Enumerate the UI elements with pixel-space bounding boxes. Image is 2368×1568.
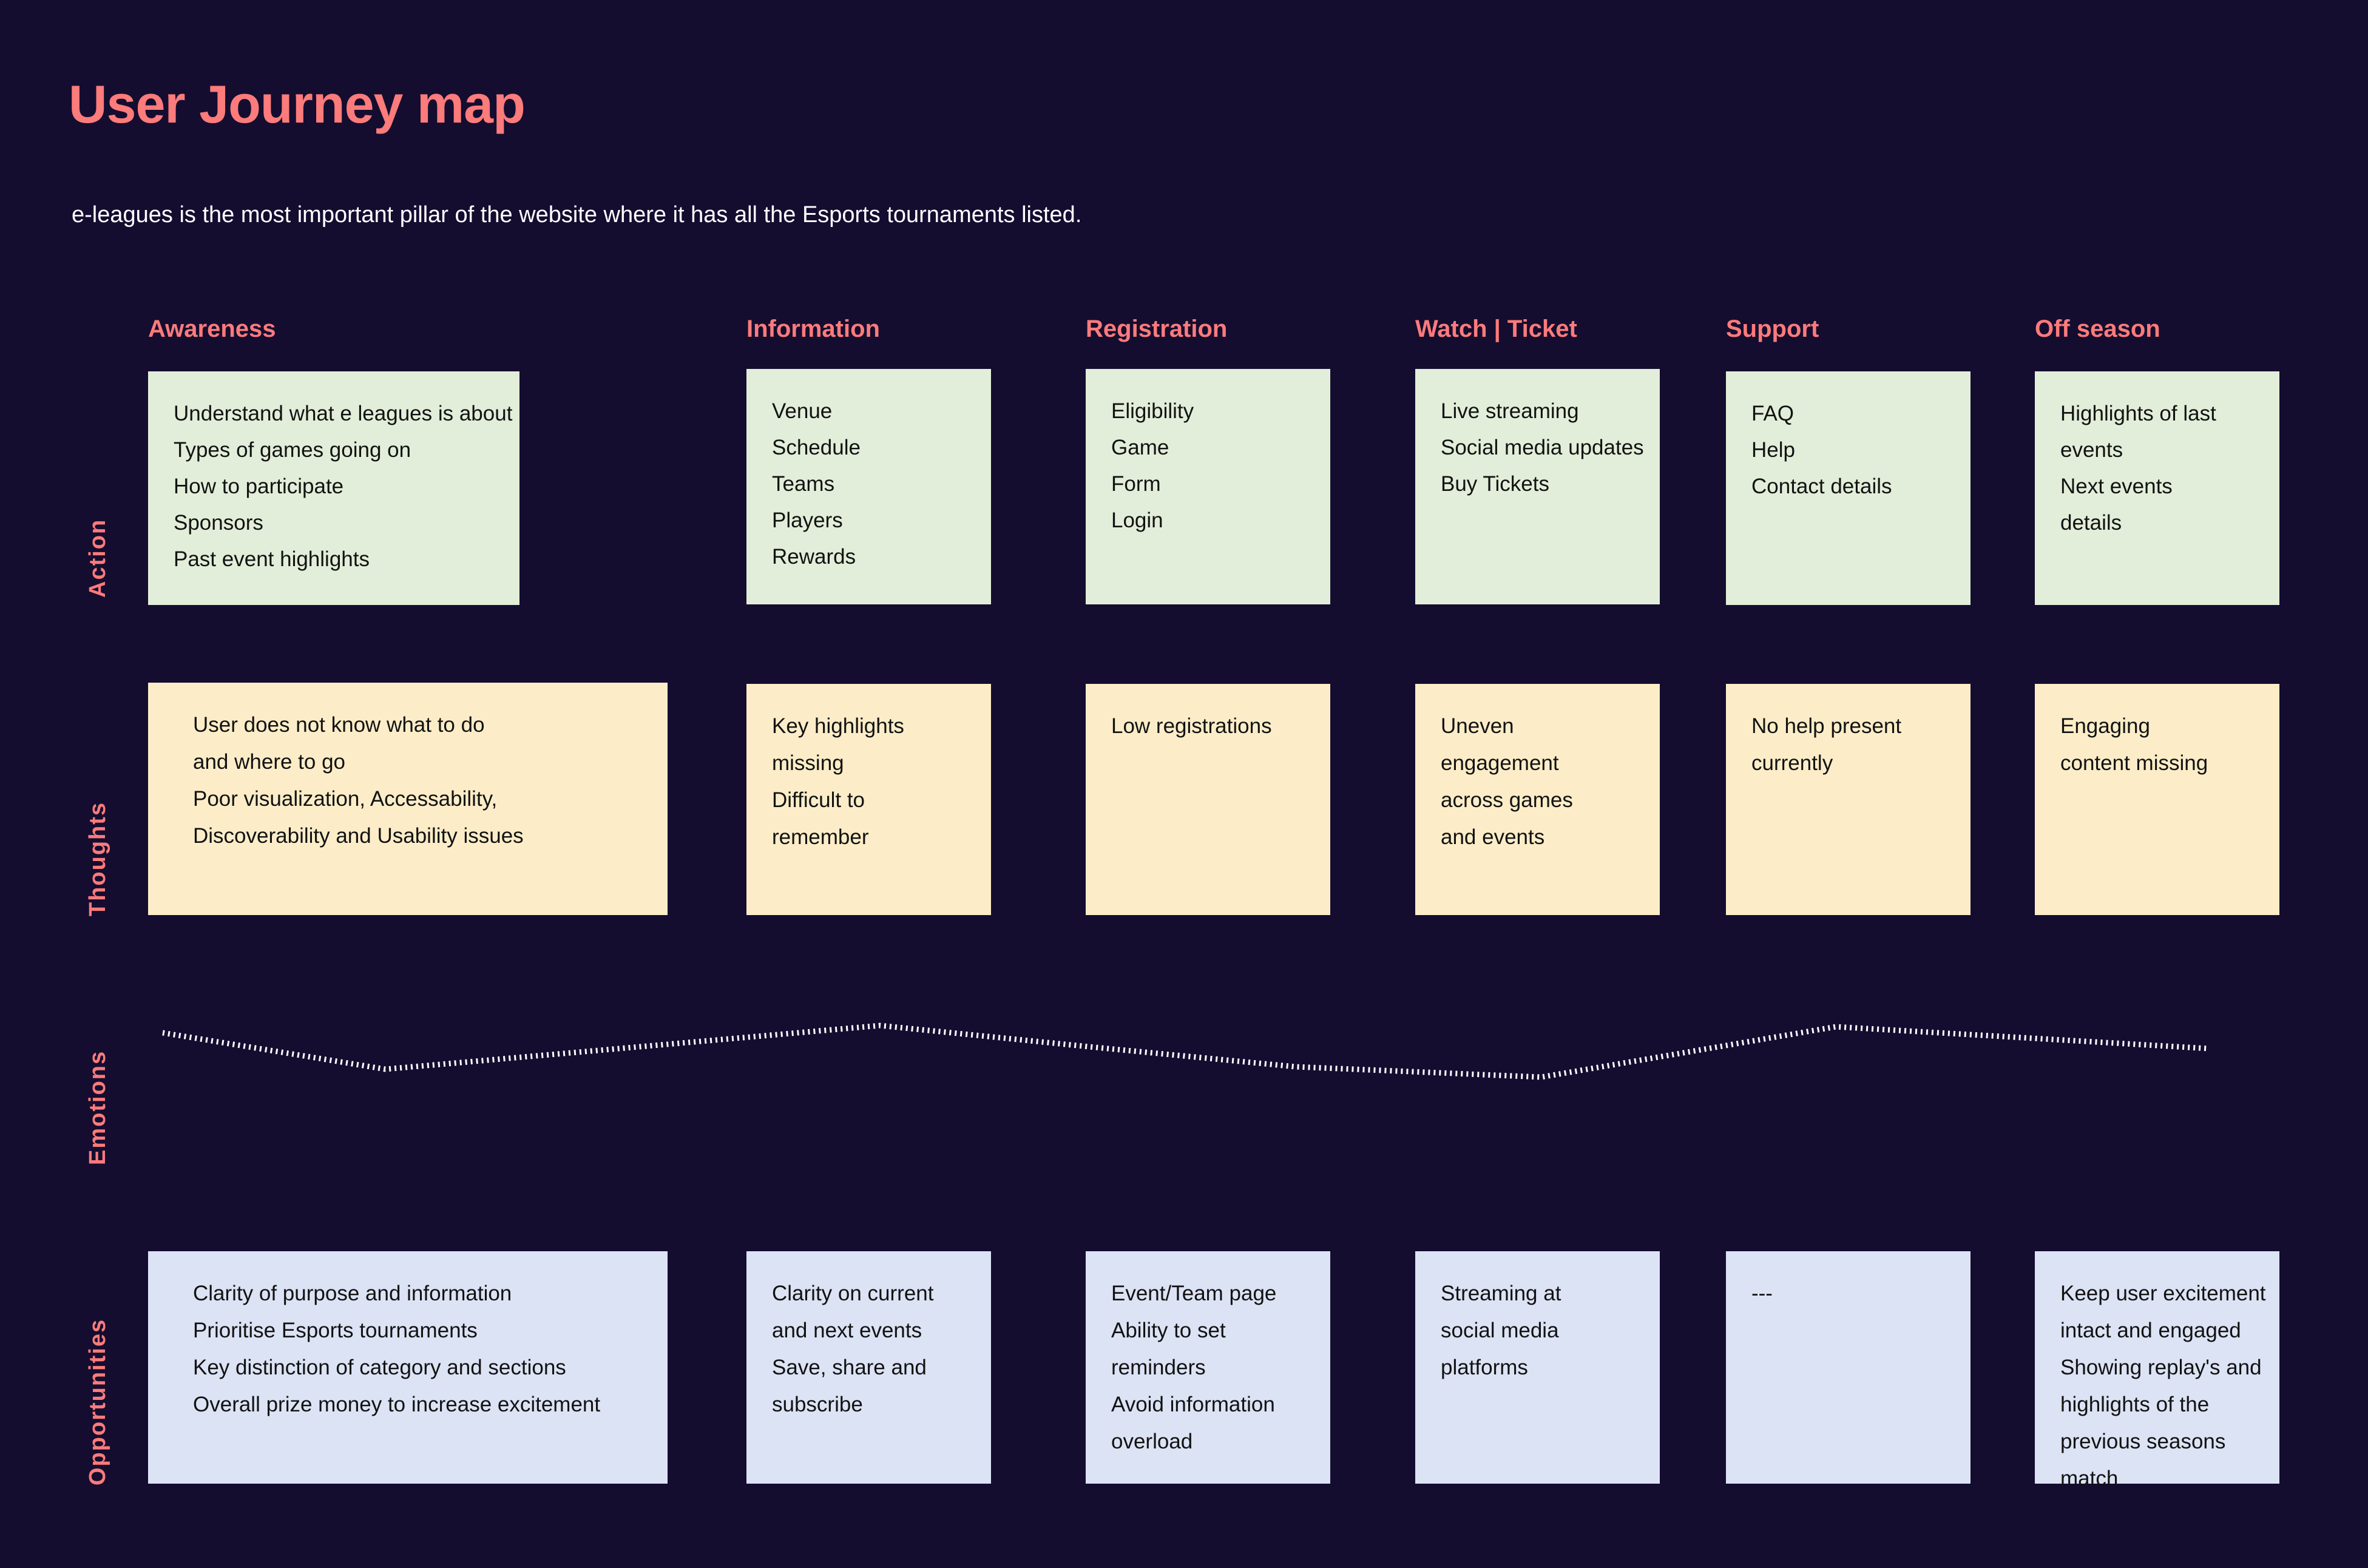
- card-line: Key highlights: [772, 714, 904, 738]
- card-line: Highlights of last: [2060, 402, 2216, 425]
- row-label-thoughts: Thoughts: [85, 801, 110, 916]
- thoughts-card-watch-ticket[interactable]: Uneven engagement across games and event…: [1415, 684, 1660, 915]
- thoughts-card-awareness[interactable]: User does not know what to do and where …: [148, 683, 668, 915]
- card-line: highlights of the: [2060, 1393, 2210, 1416]
- card-line: Clarity on current: [772, 1282, 934, 1305]
- card-line: subscribe: [772, 1393, 863, 1416]
- page-title: User Journey map: [69, 74, 526, 134]
- card-line: engagement: [1441, 751, 1559, 775]
- action-card-information[interactable]: Venue Schedule Teams Players Rewards: [746, 369, 991, 604]
- stage-header-support: Support: [1726, 316, 1819, 342]
- card-line: and events: [1441, 825, 1545, 849]
- card-line: details: [2060, 511, 2122, 535]
- card-line: Clarity of purpose and information: [193, 1282, 512, 1305]
- stage-header-registration: Registration: [1086, 316, 1228, 342]
- card-line: Key distinction of category and sections: [193, 1356, 566, 1379]
- opportunities-card-information[interactable]: Clarity on current and next events Save,…: [746, 1251, 991, 1484]
- card-line: Social media updates: [1441, 436, 1644, 459]
- card-line: Types of games going on: [174, 438, 411, 462]
- card-line: Teams: [772, 472, 835, 496]
- card-line: Save, share and: [772, 1356, 927, 1379]
- card-line: Live streaming: [1441, 399, 1579, 423]
- card-line: Low registrations: [1111, 714, 1272, 738]
- card-line: Eligibility: [1111, 399, 1194, 423]
- card-line: Game: [1111, 436, 1169, 459]
- card-line: match: [2060, 1467, 2119, 1490]
- thoughts-card-information[interactable]: Key highlights missing Difficult to reme…: [746, 684, 991, 915]
- card-line: Past event highlights: [174, 547, 370, 571]
- card-line: Understand what e leagues is about: [174, 402, 513, 425]
- card-line: intact and engaged: [2060, 1319, 2241, 1342]
- card-line: Next events: [2060, 475, 2173, 498]
- card-line: missing: [772, 751, 844, 775]
- card-line: Uneven: [1441, 714, 1514, 738]
- row-label-emotions: Emotions: [85, 1050, 110, 1165]
- card-line: and where to go: [193, 750, 346, 774]
- card-line: Poor visualization, Accessability,: [193, 787, 498, 811]
- card-line: Prioritise Esports tournaments: [193, 1319, 478, 1342]
- card-line: FAQ: [1751, 402, 1795, 425]
- card-line: Discoverability and Usability issues: [193, 824, 524, 848]
- card-line: Difficult to: [772, 788, 865, 812]
- card-line: currently: [1751, 751, 1833, 775]
- emotions-polyline: [162, 1022, 2210, 1080]
- card-line: and next events: [772, 1319, 922, 1342]
- card-line: Ability to set: [1111, 1319, 1226, 1342]
- card-line: Login: [1111, 509, 1163, 532]
- stage-header-watch-ticket: Watch | Ticket: [1415, 316, 1577, 342]
- card-line: Venue: [772, 399, 833, 423]
- card-line: Sponsors: [174, 511, 263, 535]
- row-label-action: Action: [85, 518, 110, 598]
- action-card-support[interactable]: FAQ Help Contact details: [1726, 371, 1971, 605]
- card-line: ---: [1751, 1282, 1773, 1305]
- card-line: Engaging: [2060, 714, 2150, 738]
- card-line: Players: [772, 509, 843, 532]
- card-line: Showing replay's and: [2060, 1356, 2262, 1379]
- action-card-off-season[interactable]: Highlights of last events Next events de…: [2035, 371, 2279, 605]
- action-card-awareness[interactable]: Understand what e leagues is about Types…: [148, 371, 519, 605]
- card-line: How to participate: [174, 475, 344, 498]
- stage-header-information: Information: [746, 316, 880, 342]
- action-card-registration[interactable]: Eligibility Game Form Login: [1086, 369, 1330, 604]
- thoughts-card-registration[interactable]: Low registrations: [1086, 684, 1330, 915]
- card-line: platforms: [1441, 1356, 1528, 1379]
- thoughts-card-support[interactable]: No help present currently: [1726, 684, 1971, 915]
- page-subtitle: e-leagues is the most important pillar o…: [72, 202, 1082, 228]
- card-line: Help: [1751, 438, 1795, 462]
- card-line: User does not know what to do: [193, 713, 485, 737]
- card-line: Schedule: [772, 436, 861, 459]
- card-line: events: [2060, 438, 2123, 462]
- card-line: social media: [1441, 1319, 1559, 1342]
- opportunities-card-watch-ticket[interactable]: Streaming at social media platforms: [1415, 1251, 1660, 1484]
- action-card-watch-ticket[interactable]: Live streaming Social media updates Buy …: [1415, 369, 1660, 604]
- card-line: Event/Team page: [1111, 1282, 1277, 1305]
- opportunities-card-awareness[interactable]: Clarity of purpose and information Prior…: [148, 1251, 668, 1484]
- thoughts-card-off-season[interactable]: Engaging content missing: [2035, 684, 2279, 915]
- row-label-opportunities: Opportunities: [85, 1318, 110, 1485]
- card-line: Avoid information: [1111, 1393, 1275, 1416]
- card-line: Keep user excitement: [2060, 1282, 2266, 1305]
- card-line: Rewards: [772, 545, 856, 569]
- card-line: overload: [1111, 1430, 1193, 1453]
- card-line: Overall prize money to increase exciteme…: [193, 1393, 601, 1416]
- stage-header-off-season: Off season: [2035, 316, 2160, 342]
- card-line: Buy Tickets: [1441, 472, 1549, 496]
- card-line: remember: [772, 825, 869, 849]
- emotions-curve-chart: [162, 1022, 2210, 1080]
- opportunities-card-registration[interactable]: Event/Team page Ability to set reminders…: [1086, 1251, 1330, 1484]
- card-line: across games: [1441, 788, 1573, 812]
- card-line: content missing: [2060, 751, 2208, 775]
- card-line: No help present: [1751, 714, 1902, 738]
- card-line: Streaming at: [1441, 1282, 1561, 1305]
- opportunities-card-support[interactable]: ---: [1726, 1251, 1971, 1484]
- stage-header-awareness: Awareness: [148, 316, 276, 342]
- card-line: Form: [1111, 472, 1161, 496]
- card-line: reminders: [1111, 1356, 1206, 1379]
- card-line: Contact details: [1751, 475, 1892, 498]
- card-line: previous seasons: [2060, 1430, 2226, 1453]
- opportunities-card-off-season[interactable]: Keep user excitement intact and engaged …: [2035, 1251, 2279, 1489]
